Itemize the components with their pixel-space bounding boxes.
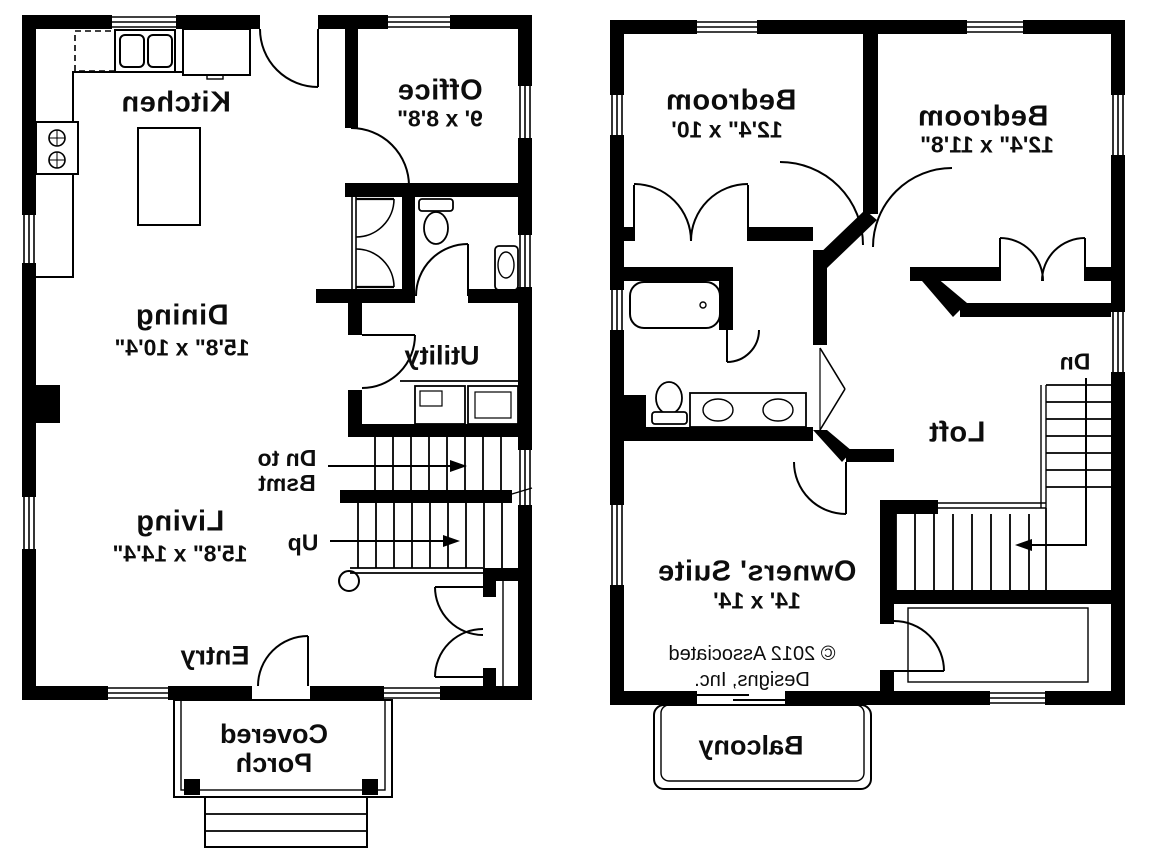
stairs-upper-treads [1046, 384, 1111, 488]
living-dims: 15'8" x 14'4" [112, 540, 248, 567]
kitchen-label: Kitchen [121, 86, 231, 119]
first-floor-windows [22, 15, 532, 700]
stairs-down-treads [374, 437, 502, 490]
bedroom-left-label: Bedroom [665, 84, 797, 117]
living-label: Living [135, 505, 225, 538]
window [22, 497, 36, 549]
window [1111, 95, 1125, 155]
window [112, 15, 176, 29]
window [697, 20, 757, 34]
stair-up-label: Up [287, 529, 319, 556]
second-floor-plan [610, 20, 1125, 790]
first-floor-doors [257, 28, 504, 687]
utility-appliances [400, 380, 530, 425]
window [518, 450, 532, 505]
owners-suite-label: Owners' Suite [657, 555, 857, 588]
window [610, 290, 624, 330]
stair-dn-arrow [1015, 378, 1087, 551]
owners-suite-door [793, 461, 847, 515]
window [990, 691, 1045, 705]
front-door-opening [252, 686, 310, 700]
entry-closet-doors [434, 581, 504, 686]
window [610, 505, 624, 585]
stair-rail-curl [338, 570, 360, 592]
porch-steps [204, 796, 368, 848]
window [967, 20, 1023, 34]
bedroom-right-dims: 12'4" x 11'8" [920, 131, 1054, 158]
dining-opening-double-doors [351, 197, 395, 289]
second-floor-windows [610, 20, 1125, 705]
cooktop [35, 121, 79, 175]
bedroom-right-closet-doors [999, 237, 1086, 282]
bedroom-left-closet-doors [633, 183, 749, 242]
covered-porch-label: Covered Porch [219, 718, 329, 778]
stair-up-arrow [330, 535, 460, 547]
balcony-structure [653, 704, 872, 790]
window [384, 686, 440, 700]
window [518, 235, 532, 287]
utility-door [361, 334, 416, 389]
stair-down-basement-label: Dn to Bsmt [257, 445, 317, 496]
dishwasher [74, 30, 116, 72]
dining-label: Dining [135, 299, 229, 332]
kitchen-fixtures [35, 28, 251, 278]
stair-dn-label: Dn [1059, 348, 1091, 375]
kitchen-island [137, 127, 201, 226]
stair-down-arrow [328, 460, 467, 472]
dryer [467, 385, 519, 425]
utility-label: Utility [404, 340, 480, 371]
bathtub [629, 281, 721, 329]
first-floor-plan [22, 15, 533, 848]
bathroom2-door [726, 329, 760, 363]
second-floor-bath-fixtures [629, 281, 807, 428]
walkin-closet-shelf [907, 607, 1089, 683]
bedroom-left-dims: 12'4" x 10' [671, 116, 783, 143]
double-vanity [689, 392, 807, 428]
toilet [651, 381, 688, 425]
washer [414, 385, 466, 425]
bedroom-right-label: Bedroom [917, 100, 1049, 133]
owners-suite-dims: 14' x 14' [713, 587, 801, 614]
office-dims: 9' x 8'8" [397, 105, 483, 132]
window [610, 95, 624, 135]
stairs-up-treads [357, 503, 503, 568]
window [518, 86, 532, 138]
sliding-glass-door [697, 691, 785, 705]
porch-post [184, 779, 200, 795]
porch-post [362, 779, 378, 795]
balcony-label: Balcony [698, 730, 804, 761]
office-label: Office [397, 74, 483, 107]
linen-closet-bifold [819, 347, 846, 431]
entry-label: Entry [180, 640, 250, 671]
stairs-lower-treads [895, 508, 1047, 590]
door-opening [260, 15, 318, 29]
copyright-text: © 2012 Associated Designs, Inc. [668, 643, 836, 691]
window [388, 15, 450, 29]
range [182, 28, 251, 80]
covered-porch-structure [173, 699, 393, 848]
loft-label: Loft [928, 416, 986, 449]
window [22, 215, 36, 263]
kitchen-sink [114, 29, 176, 73]
stair-break-line [491, 487, 533, 501]
kitchen-door [259, 28, 319, 88]
dining-dims: 15'8" x 10'4" [114, 334, 250, 361]
window [108, 686, 168, 700]
pedestal-sink [494, 245, 519, 291]
toilet [418, 198, 454, 245]
loft-railing [936, 385, 1047, 509]
hall-bedroom-doors [779, 161, 953, 248]
second-floor-doors [633, 161, 1086, 672]
walkin-closet-door [893, 620, 945, 672]
first-floor-stairs [328, 437, 533, 592]
window [1111, 312, 1125, 372]
second-floor-stairs [895, 378, 1111, 590]
bathroom-door [415, 243, 469, 297]
first-floor-bath-fixtures [418, 198, 519, 291]
front-door [257, 635, 309, 687]
office-door [350, 127, 410, 187]
